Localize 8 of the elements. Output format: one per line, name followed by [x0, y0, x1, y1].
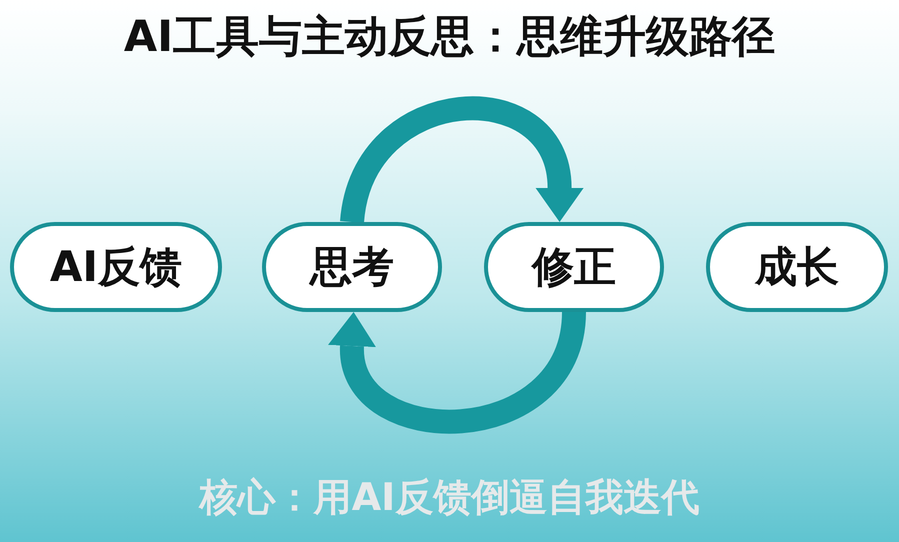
- cycle-arrow: [328, 310, 586, 434]
- step-pill: 成长: [706, 222, 888, 312]
- step-pill: 思考: [262, 222, 442, 312]
- caption: 核心：用AI反馈倒逼自我迭代: [198, 474, 700, 521]
- step-pill: 修正: [484, 222, 664, 312]
- cycle-arrow: [340, 96, 584, 224]
- title: AI工具与主动反思：思维升级路径: [122, 11, 776, 64]
- step-pill: AI反馈: [10, 222, 222, 312]
